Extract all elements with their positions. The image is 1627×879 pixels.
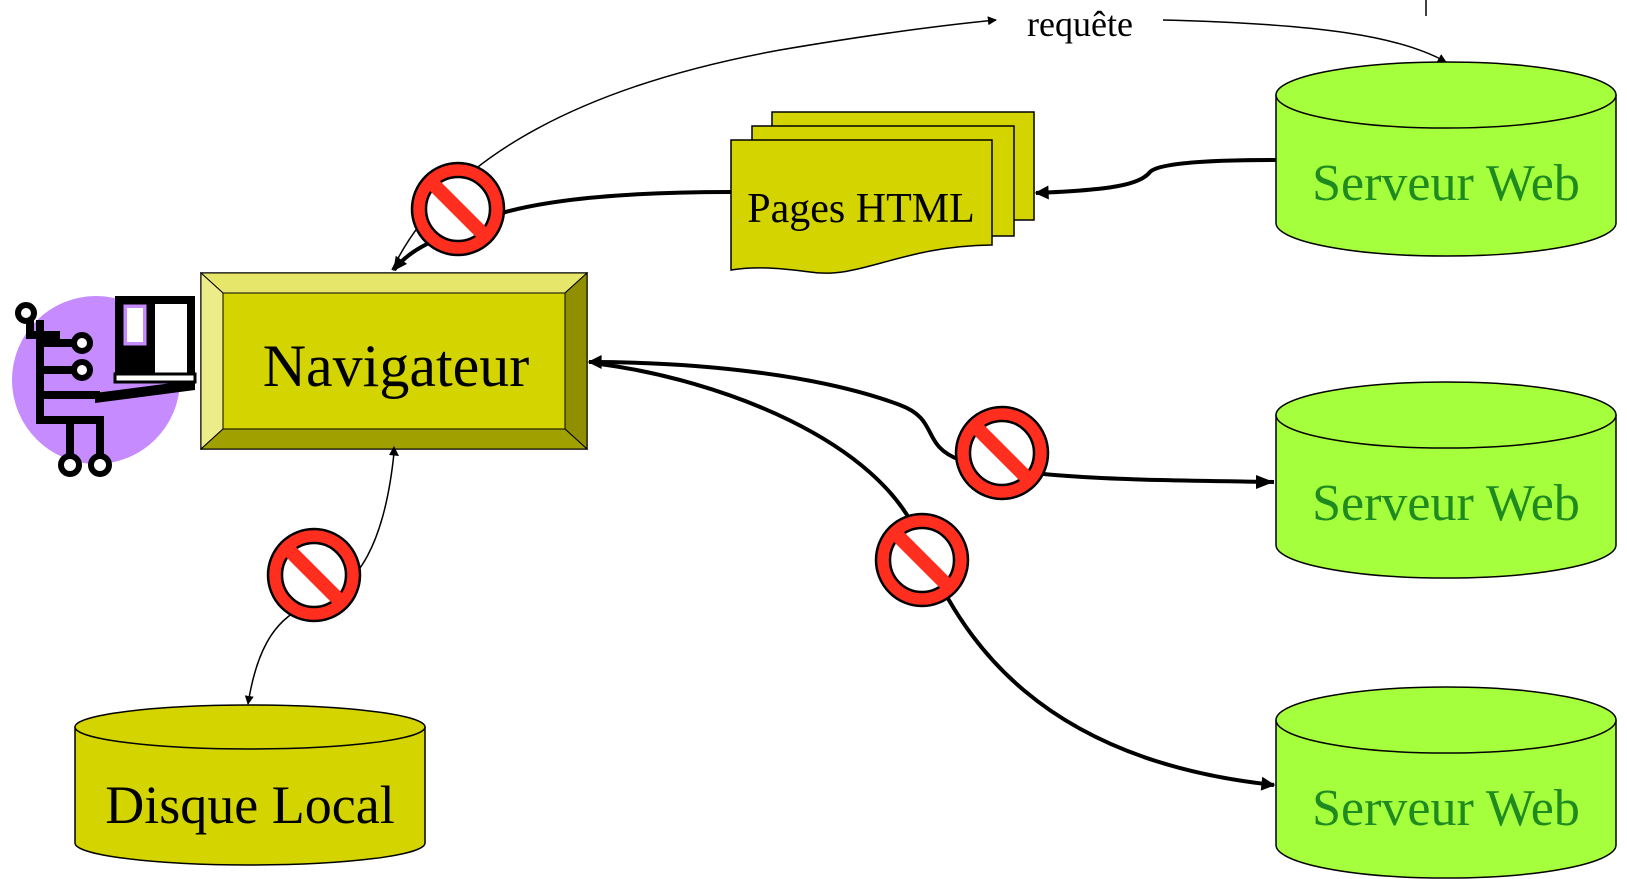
server-to-pages-arrow <box>1034 158 1277 200</box>
web-server-3: Serveur Web <box>1275 686 1617 879</box>
request-label: requête <box>1027 4 1133 44</box>
html-pages-label: Pages HTML <box>747 186 974 232</box>
web-server-3-label: Serveur Web <box>1312 780 1580 837</box>
no-entry-icon <box>874 512 970 608</box>
request-arrow-right <box>1162 19 1447 63</box>
html-pages-stack: Pages HTML <box>730 111 1035 274</box>
browser-label: Navigateur <box>263 333 530 399</box>
no-entry-icon <box>410 161 506 257</box>
no-entry-icon <box>954 405 1050 501</box>
server2-to-browser-arrow <box>587 355 1275 484</box>
web-server-2: Serveur Web <box>1275 381 1617 579</box>
web-server-1: Serveur Web <box>1275 61 1617 257</box>
web-server-1-label: Serveur Web <box>1312 155 1580 212</box>
computer-user-icon <box>12 296 197 477</box>
no-entry-icon <box>266 527 362 623</box>
local-disk: Disque Local <box>74 704 426 866</box>
local-disk-label: Disque Local <box>105 775 394 835</box>
web-server-2-label: Serveur Web <box>1312 475 1580 532</box>
browser-box: Navigateur <box>199 271 589 451</box>
